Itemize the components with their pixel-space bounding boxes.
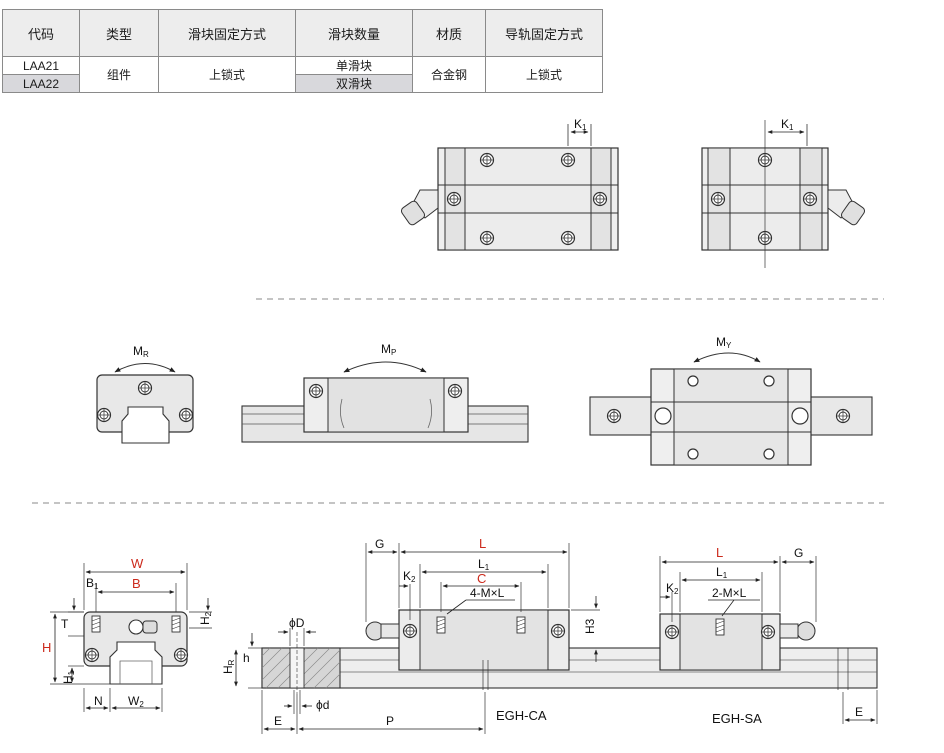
h-label: h <box>243 651 250 665</box>
table-row: LAA22 双滑块 <box>2 74 603 93</box>
H2-label: H2 <box>198 611 213 625</box>
caption-ca: EGH-CA <box>496 708 547 723</box>
L-SA-label: L <box>716 545 723 560</box>
type-cell: 组件 <box>79 56 159 93</box>
table-header-row: 代码 类型 滑块固定方式 滑块数量 材质 导轨固定方式 <box>2 9 603 57</box>
E-label: E <box>274 714 282 728</box>
L1-label: L1 <box>478 557 490 572</box>
M-CA-label: 4-M×L <box>470 586 505 600</box>
HR-label: HR <box>221 659 236 674</box>
K2-SA-label: K2 <box>666 581 679 596</box>
H3-label: H3 <box>583 618 597 634</box>
side-view: h HR ϕD ϕd E P G L L1 <box>221 536 878 734</box>
mp-label: MP <box>381 342 396 357</box>
E-right-label: E <box>855 705 863 719</box>
block-fixing-cell: 上锁式 <box>158 56 296 93</box>
k1-label: K1 <box>574 117 587 132</box>
L1-SA-label: L1 <box>716 565 728 580</box>
phiD-label: ϕD <box>289 616 305 630</box>
col-block-qty: 滑块数量 <box>295 9 413 57</box>
P-label: P <box>386 714 394 728</box>
spec-table: 代码 类型 滑块固定方式 滑块数量 材质 导轨固定方式 LAA21 组件 上锁式… <box>2 9 603 93</box>
W2-label: W2 <box>128 694 144 709</box>
C-label: C <box>477 571 486 586</box>
rail-fixing-cell: 上锁式 <box>485 56 603 93</box>
G-SA-label: G <box>794 546 803 560</box>
H1-label: H1 <box>61 670 76 684</box>
col-code: 代码 <box>2 9 80 57</box>
mr-label: MR <box>133 344 149 359</box>
table-row: LAA21 组件 上锁式 单滑块 合金钢 上锁式 <box>2 56 603 93</box>
B1-label: B1 <box>86 576 99 591</box>
mr-view: MR <box>96 344 194 444</box>
code-cell: LAA21 <box>2 56 80 75</box>
W-label: W <box>131 556 144 571</box>
B-label: B <box>132 576 141 591</box>
top-view-right: K1 <box>701 117 866 268</box>
col-material: 材质 <box>412 9 486 57</box>
T-label: T <box>61 617 69 631</box>
G-label: G <box>375 537 384 551</box>
top-view-left: K1 <box>400 117 619 251</box>
mp-view: MP <box>241 342 529 443</box>
H-label: H <box>42 640 51 655</box>
cross-section-view: W B B1 T H H1 H2 N W2 <box>42 556 213 712</box>
K2-label: K2 <box>403 569 416 584</box>
my-view: MY <box>589 335 873 466</box>
phid-label: ϕd <box>316 698 329 712</box>
col-rail-fixing: 导轨固定方式 <box>485 9 603 57</box>
my-label: MY <box>716 335 732 350</box>
code-cell: LAA22 <box>2 74 80 93</box>
material-cell: 合金钢 <box>412 56 486 93</box>
M-SA-label: 2-M×L <box>712 586 747 600</box>
caption-sa: EGH-SA <box>712 711 762 726</box>
L-label: L <box>479 536 486 551</box>
block-qty-cell: 双滑块 <box>295 74 413 93</box>
k1-label: K1 <box>781 117 794 132</box>
N-label: N <box>94 694 103 708</box>
